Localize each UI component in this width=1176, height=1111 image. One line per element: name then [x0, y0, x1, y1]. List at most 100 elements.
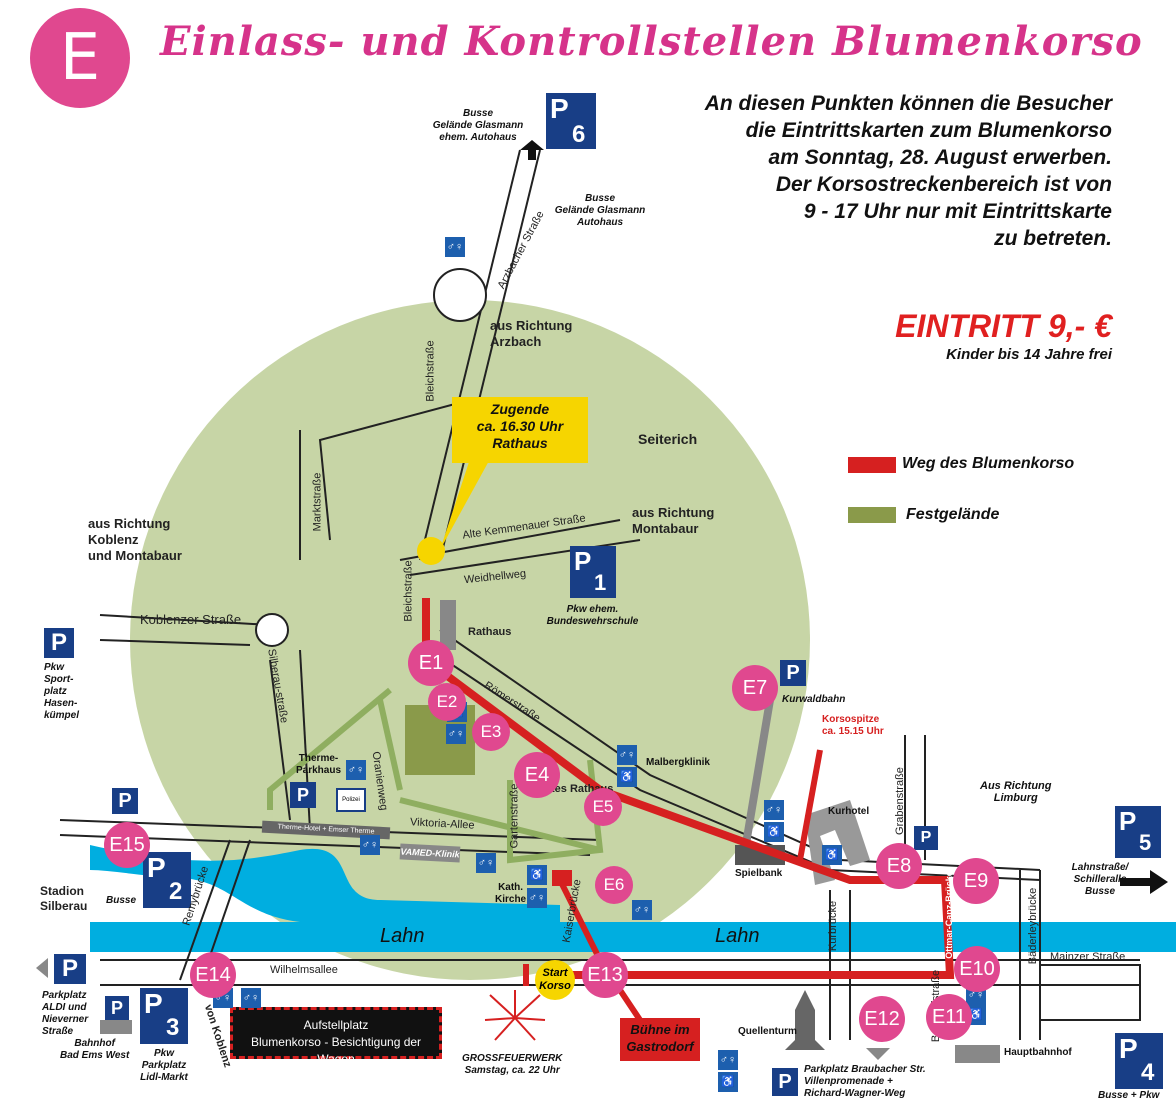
entrance-e2: E2 [428, 683, 466, 721]
start-korso-marker: Start Korso [535, 960, 575, 1000]
vamed-building [399, 843, 461, 863]
note-line: Lahnstraße/ [1071, 862, 1129, 873]
restroom-icon: ♂♀ [764, 800, 784, 820]
parking-p3-number: 3 [166, 1014, 180, 1041]
note-line: Bühne im [630, 1022, 690, 1037]
parking-p1: P 1 [570, 546, 616, 598]
restroom-icon: ♂♀ [476, 853, 496, 873]
note-line: platz [44, 686, 67, 697]
parking-aldi: P [54, 954, 86, 984]
note-line: ALDI und [42, 1002, 87, 1013]
parking-p5-number: 5 [1139, 830, 1152, 855]
note-line: ab ca. 10 Uhr möglich.! [274, 1069, 398, 1083]
label-limburg: Aus Richtung Limburg [980, 780, 1052, 804]
note-line: kümpel [44, 710, 80, 721]
note-line: Busse [584, 193, 615, 204]
info-line: Der Korsostreckenbereich ist von [775, 173, 1112, 196]
aldi-note: Parkplatz ALDI und Nieverner Straße [42, 990, 88, 1038]
parking-p4: P 4 [1115, 1033, 1163, 1089]
info-line: die Eintrittskarten zum Blumenkorso [745, 119, 1112, 142]
restroom-icon: ♂♀ [445, 237, 465, 257]
parking-small: P [112, 788, 138, 814]
entrance-e8: E8 [876, 843, 922, 889]
info-line: am Sonntag, 28. August erwerben. [768, 146, 1112, 169]
note-line: Busse [1084, 886, 1115, 897]
note-line: Blumenkorso - Besichtigung der Wagen [250, 1035, 422, 1066]
label-montabaur: aus Richtung Montabaur [632, 505, 714, 537]
note-line: aus Richtung [88, 516, 171, 531]
note-line: Arzbach [490, 334, 542, 349]
parking-p2-letter: P [147, 852, 166, 883]
street-kurbruecke: Kurbrücke [827, 900, 840, 952]
label-kath-kirche: Kath. Kirche [495, 882, 526, 906]
parking-p6: P 6 [546, 93, 596, 149]
label-quellenturm: Quellenturm [738, 1026, 797, 1037]
parking-p3: P 3 [140, 988, 188, 1044]
arrow-left [36, 958, 48, 978]
buehne-box: Bühne im Gastrodorf [620, 1018, 700, 1061]
parking-kurwald: P [780, 660, 806, 686]
entrance-e4: E4 [514, 752, 560, 798]
note-line: Nieverner [42, 1014, 89, 1025]
info-line: An diesen Punkten können die Besucher [704, 92, 1112, 115]
note-line: Montabaur [632, 521, 699, 536]
note-line: Parkplatz Braubacher Str. [804, 1064, 926, 1075]
note-line: Aufstellplatz [303, 1018, 369, 1032]
entrance-e13: E13 [582, 952, 628, 998]
street-marktstrasse: Marktstraße [311, 472, 324, 532]
restroom-icon: ♂♀ [617, 745, 637, 765]
note-line: Parkplatz [42, 990, 87, 1001]
note-line: Koblenz [88, 532, 139, 547]
bahnhof-west-building [100, 1020, 132, 1034]
p2-note: Busse [106, 895, 137, 906]
parking-p2: P 2 [143, 852, 191, 908]
entrance-e12: E12 [859, 996, 905, 1042]
kath-kirche-building [552, 870, 572, 886]
note-line: aus Richtung [490, 318, 573, 333]
note-line: Villenpromenade + [804, 1076, 893, 1087]
accessible-icon: ♿ [718, 1072, 738, 1092]
note-line: Parkplatz [141, 1060, 187, 1071]
p6-note: Busse Gelände Glasmann ehem. Autohaus [418, 108, 538, 144]
street-garten: Gartenstraße [508, 783, 521, 849]
entrance-e3: E3 [472, 713, 510, 751]
label-stadion: Stadion Silberau [40, 884, 87, 914]
note-line: Korso [539, 980, 571, 992]
note-line: aus Richtung [632, 505, 715, 520]
parkhaus-icon: P [290, 782, 316, 808]
zugende-pointer [440, 459, 490, 550]
legend-route-label: Weg des Blumenkorso [902, 455, 1075, 472]
kurwald-note: Kurwaldbahn [782, 694, 846, 705]
parking-p4-letter: P [1119, 1033, 1138, 1064]
parking-bahnhof-west: P [105, 996, 129, 1020]
label-feuerwerk: GROSSFEUERWERK Samstag, ca. 22 Uhr [462, 1053, 562, 1077]
note-line: Autohaus [576, 217, 624, 228]
entrance-e5: E5 [584, 788, 622, 826]
parking-p2-number: 2 [169, 878, 183, 905]
note-line: Therme- [298, 753, 339, 764]
aufstellplatz-box: Aufstellplatz Blumenkorso - Besichtigung… [230, 1007, 442, 1083]
note-line: Parkhaus [296, 765, 342, 776]
restroom-icon: ♂♀ [446, 724, 466, 744]
label-arzbach: aus Richtung Arzbach [490, 318, 572, 350]
street-bleichstrasse: Bleichstraße [424, 340, 437, 402]
section-badge: E [30, 8, 130, 108]
polizei-icon: Polizei [336, 788, 366, 812]
platform-marker [866, 1048, 890, 1060]
p4-note: Busse + Pkw [1098, 1090, 1160, 1101]
parking-braubacher: P [772, 1068, 798, 1096]
street-wilhelmsallee: Wilhelmsallee [270, 964, 338, 976]
note-line: Busse [462, 108, 493, 119]
legend-festival-label: Festgelände [906, 506, 1000, 523]
parking-p4-number: 4 [1141, 1059, 1155, 1086]
info-line: zu betreten. [994, 227, 1112, 250]
p3-note: Pkw Parkplatz Lidl-Markt [136, 1048, 192, 1084]
note-line: ca. 16.30 Uhr [476, 418, 564, 434]
note-line: Straße [42, 1026, 74, 1037]
note-line: Richard-Wagner-Weg [804, 1088, 906, 1099]
note-line: Bundeswehrschule [546, 616, 639, 627]
note-line: Gelände Glasmann [554, 205, 646, 216]
label-koblenz: aus Richtung Koblenz und Montabaur [88, 516, 182, 564]
arrow-p5 [1120, 870, 1168, 894]
label-lahn-1: Lahn [380, 925, 425, 947]
